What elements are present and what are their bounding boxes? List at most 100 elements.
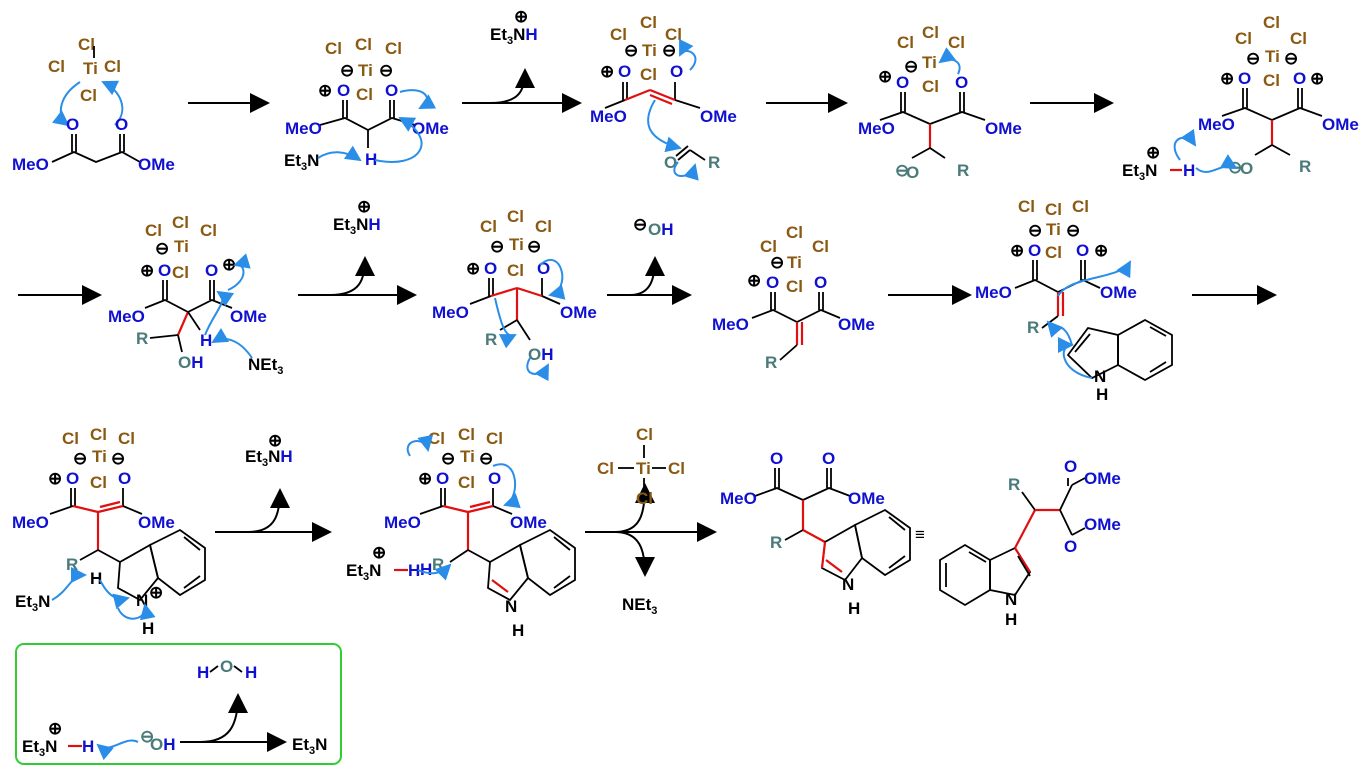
svg-text:R: R bbox=[708, 153, 720, 172]
structure-9: Cl Cl Cl Ti Cl ⊖ ⊖ ⊕ O O ⊕ MeO OMe R N H bbox=[975, 197, 1173, 404]
svg-text:NEt3: NEt3 bbox=[248, 355, 283, 377]
svg-text:Et3NH: Et3NH bbox=[245, 447, 293, 469]
o-label: O bbox=[385, 81, 398, 100]
svg-text:OMe: OMe bbox=[560, 303, 597, 322]
et3n-label: Et3N bbox=[284, 151, 319, 173]
cl-label: Cl bbox=[385, 39, 402, 58]
structure-7: Cl Cl Cl Ti Cl ⊖ ⊖ ⊕ O O MeO OMe R OH bbox=[432, 207, 597, 382]
svg-text:⊖: ⊖ bbox=[441, 449, 455, 468]
svg-text:OMe: OMe bbox=[230, 307, 267, 326]
svg-text:O: O bbox=[1293, 69, 1306, 88]
svg-text:R: R bbox=[1027, 318, 1039, 337]
svg-text:Cl: Cl bbox=[922, 23, 939, 42]
svg-text:O: O bbox=[822, 449, 835, 468]
svg-text:Cl: Cl bbox=[507, 207, 524, 226]
svg-text:⊖: ⊖ bbox=[155, 239, 169, 258]
svg-text:⊖: ⊖ bbox=[904, 57, 918, 76]
svg-text:R: R bbox=[66, 555, 78, 574]
svg-text:H: H bbox=[142, 619, 154, 638]
svg-text:OMe: OMe bbox=[138, 513, 175, 532]
svg-text:⊕: ⊕ bbox=[514, 7, 528, 26]
svg-text:Cl: Cl bbox=[458, 425, 475, 444]
arrow-with-byproducts: Cl Cl Ti Cl Cl NEt3 bbox=[585, 425, 717, 617]
cl-label: Cl bbox=[78, 35, 95, 54]
svg-text:Cl: Cl bbox=[786, 277, 803, 296]
svg-text:Cl: Cl bbox=[636, 489, 653, 508]
product-structure-alt: N H R O OMe O OMe bbox=[939, 457, 1121, 629]
svg-text:H: H bbox=[90, 569, 102, 588]
meo-label: MeO bbox=[285, 119, 322, 138]
svg-text:Et3N: Et3N bbox=[15, 592, 50, 614]
svg-text:Cl: Cl bbox=[172, 213, 189, 232]
structure-10: Cl Cl Cl Ti Cl ⊖ ⊖ ⊕ O O MeO OMe R H N ⊕… bbox=[12, 425, 206, 638]
svg-text:⊖: ⊖ bbox=[73, 449, 87, 468]
svg-text:OMe: OMe bbox=[838, 315, 875, 334]
svg-text:OH: OH bbox=[178, 353, 204, 372]
svg-text:OMe: OMe bbox=[700, 107, 737, 126]
svg-text:OH: OH bbox=[648, 220, 674, 239]
svg-text:O: O bbox=[896, 73, 909, 92]
svg-text:O: O bbox=[220, 657, 233, 676]
svg-text:Cl: Cl bbox=[665, 25, 682, 44]
o-label: O bbox=[115, 115, 128, 134]
svg-text:Et3N: Et3N bbox=[346, 561, 381, 583]
svg-text:H: H bbox=[1183, 161, 1195, 180]
svg-text:Ti: Ti bbox=[1046, 220, 1061, 239]
svg-text:Cl: Cl bbox=[1290, 29, 1307, 48]
plus-charge: ⊕ bbox=[318, 81, 332, 100]
meo-label: MeO bbox=[12, 155, 49, 174]
svg-text:H: H bbox=[420, 560, 432, 579]
svg-text:MeO: MeO bbox=[975, 283, 1012, 302]
structure-2: Cl Cl Cl Ti Cl ⊖ ⊖ ⊕ O O MeO OMe H Et3N bbox=[284, 35, 449, 173]
svg-text:R: R bbox=[1299, 157, 1311, 176]
svg-text:H: H bbox=[1096, 385, 1108, 404]
svg-text:⊖: ⊖ bbox=[1284, 49, 1298, 68]
svg-text:⊕: ⊕ bbox=[48, 719, 62, 738]
svg-text:MeO: MeO bbox=[108, 307, 145, 326]
ti-label: Ti bbox=[83, 59, 98, 78]
svg-text:Cl: Cl bbox=[922, 77, 939, 96]
svg-text:Ti: Ti bbox=[460, 447, 475, 466]
svg-text:O: O bbox=[1240, 159, 1253, 178]
svg-text:Cl: Cl bbox=[172, 263, 189, 282]
structure-11: Cl Cl Cl Ti Cl ⊖ ⊖ ⊕ O O MeO OMe R H N H… bbox=[346, 425, 576, 640]
svg-text:O: O bbox=[118, 469, 131, 488]
svg-text:OMe: OMe bbox=[1084, 515, 1121, 534]
svg-text:Cl: Cl bbox=[507, 261, 524, 280]
svg-text:Et3N: Et3N bbox=[22, 737, 57, 759]
svg-text:⊕: ⊕ bbox=[372, 543, 386, 562]
svg-text:Cl: Cl bbox=[118, 429, 135, 448]
svg-text:⊖: ⊖ bbox=[662, 41, 676, 60]
svg-text:Ti: Ti bbox=[92, 447, 107, 466]
svg-text:⊕: ⊕ bbox=[600, 62, 614, 81]
ome-label: OMe bbox=[412, 119, 449, 138]
svg-text:⊕: ⊕ bbox=[268, 431, 282, 450]
ti-label: Ti bbox=[358, 61, 373, 80]
svg-text:Ti: Ti bbox=[509, 235, 524, 254]
svg-text:⊕: ⊕ bbox=[357, 197, 371, 216]
minus-charge: ⊖ bbox=[379, 61, 393, 80]
svg-text:O: O bbox=[488, 469, 501, 488]
svg-text:⊕: ⊕ bbox=[1094, 241, 1108, 260]
cl-label: Cl bbox=[356, 85, 373, 104]
svg-text:⊖: ⊖ bbox=[1066, 221, 1080, 240]
cl-label: Cl bbox=[325, 39, 342, 58]
svg-text:OMe: OMe bbox=[1322, 115, 1359, 134]
svg-text:⊕: ⊕ bbox=[149, 583, 163, 602]
svg-text:O: O bbox=[1076, 241, 1089, 260]
svg-text:Cl: Cl bbox=[636, 425, 653, 444]
svg-text:N: N bbox=[136, 591, 148, 610]
svg-text:⊕: ⊕ bbox=[1310, 69, 1324, 88]
svg-text:N: N bbox=[1094, 367, 1106, 386]
svg-text:⊖: ⊖ bbox=[895, 161, 909, 180]
structure-3: Cl Cl Cl Ti Cl ⊖ ⊖ ⊕ O O MeO OMe O R bbox=[590, 13, 737, 181]
svg-text:MeO: MeO bbox=[712, 315, 749, 334]
svg-text:Ti: Ti bbox=[636, 459, 651, 478]
svg-text:Cl: Cl bbox=[90, 473, 107, 492]
svg-text:NEt3: NEt3 bbox=[622, 595, 657, 617]
svg-text:Cl: Cl bbox=[458, 473, 475, 492]
svg-text:O: O bbox=[766, 273, 779, 292]
svg-text:⊕: ⊕ bbox=[418, 469, 432, 488]
svg-text:Cl: Cl bbox=[535, 217, 552, 236]
svg-text:⊕: ⊕ bbox=[140, 261, 154, 280]
